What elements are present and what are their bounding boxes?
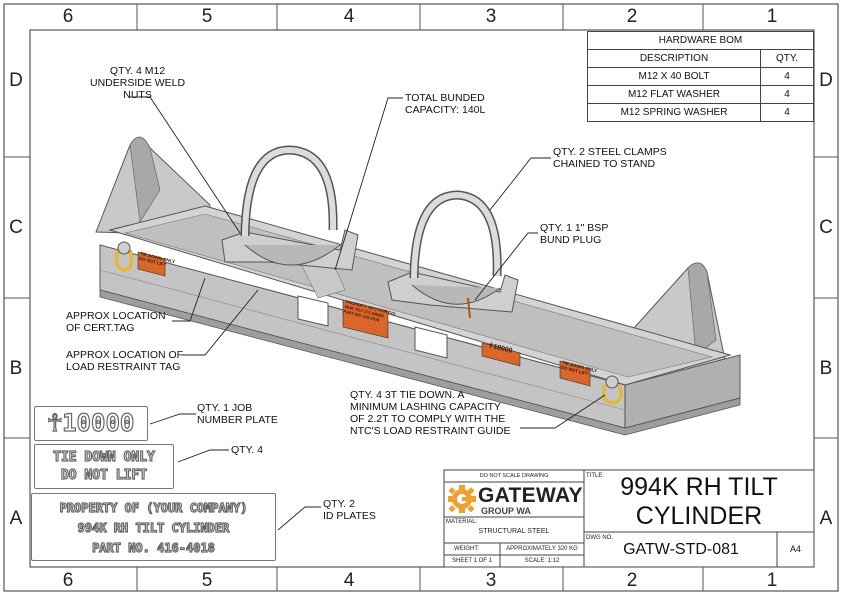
drawing-title: 994K RH TILT CYLINDER xyxy=(620,473,778,530)
zone-col-5-bottom: 5 xyxy=(201,570,213,591)
callout-tie-down-plate: QTY. 4 xyxy=(231,444,263,456)
bom-cell-qty: 4 xyxy=(760,103,814,122)
zone-row-a-right: A xyxy=(819,508,833,529)
zone-row-c-right: C xyxy=(819,217,833,238)
zone-col-4: 4 xyxy=(343,6,355,27)
drawing-scale: SCALE: 1:12 xyxy=(524,558,560,564)
bom-cell-description: M12 SPRING WASHER xyxy=(587,103,761,122)
drawing-number: GATW-STD-081 xyxy=(623,541,739,558)
model-tie-down-label xyxy=(137,251,166,277)
callout-cert-tag: APPROX LOCATION OF CERT.TAG xyxy=(66,310,166,334)
job-number-plate: ☥10000 xyxy=(34,406,148,441)
sheet-number: SHEET 1 OF 1 xyxy=(452,558,492,564)
zone-row-c: C xyxy=(9,217,23,238)
tie-down-plate-line-1: TIE DOWN ONLY xyxy=(53,449,156,465)
zone-col-3-bottom: 3 xyxy=(485,570,497,591)
bom-row: M12 SPRING WASHER 4 xyxy=(587,103,814,122)
material-label: MATERIAL: xyxy=(446,519,478,525)
weight-label: WEIGHT: xyxy=(454,546,479,552)
company-subname: GROUP WA xyxy=(481,506,531,516)
do-not-scale-note: DO NOT SCALE DRAWING xyxy=(479,473,549,479)
hardware-bom-table: HARDWARE BOM DESCRIPTION QTY. M12 X 40 B… xyxy=(587,31,814,122)
id-plate-line-2: 994K RH TILT CYLINDER xyxy=(77,520,230,535)
callout-steel-clamps: QTY. 2 STEEL CLAMPS CHAINED TO STAND xyxy=(553,146,667,170)
callout-restraint-tag: APPROX LOCATION OF LOAD RESTRAINT TAG xyxy=(66,349,184,373)
callout-tie-down: QTY. 4 3T TIE DOWN. A MINIMUM LASHING CA… xyxy=(350,389,511,437)
zone-row-d-right: D xyxy=(819,70,833,91)
title-label: TITLE: xyxy=(586,473,605,479)
zone-row-d: D xyxy=(9,70,23,91)
callout-id-plates: QTY. 2 ID PLATES xyxy=(323,498,376,522)
tie-down-shackle-left xyxy=(114,249,134,272)
callout-bunded-capacity: TOTAL BUNDED CAPACITY: 140L xyxy=(405,92,486,116)
weight-value: APPROXIMATELY 320 KG xyxy=(506,546,578,552)
zone-row-b: B xyxy=(9,358,23,379)
zone-col-2-bottom: 2 xyxy=(626,570,638,591)
fork-pocket xyxy=(297,295,329,327)
zone-col-1-bottom: 1 xyxy=(766,570,778,591)
zone-row-b-right: B xyxy=(819,358,833,379)
id-plate-line-1: PROPERTY OF (YOUR COMPANY) xyxy=(59,500,248,515)
company-name: GATEWAY xyxy=(478,484,583,507)
tie-down-shackle-right xyxy=(601,384,623,405)
model-job-label xyxy=(481,342,521,367)
zone-row-a: A xyxy=(9,508,23,529)
zone-col-4-bottom: 4 xyxy=(343,570,355,591)
id-plate-line-3: PART NO. 416-4018 xyxy=(91,540,215,555)
dwg-no-label: DWG NO. xyxy=(586,535,613,541)
sheet-size: A4 xyxy=(789,544,801,554)
zone-col-1: 1 xyxy=(766,6,778,27)
id-plate: PROPERTY OF (YOUR COMPANY) 994K RH TILT … xyxy=(31,493,276,561)
zone-col-6: 6 xyxy=(62,6,74,27)
callout-job-plate: QTY. 1 JOB NUMBER PLATE xyxy=(197,402,278,426)
tie-down-plate: TIE DOWN ONLY DO NOT LIFT xyxy=(34,444,174,489)
zone-col-3: 3 xyxy=(485,6,497,27)
material-value: STRUCTURAL STEEL xyxy=(478,528,550,535)
tie-down-plate-line-2: DO NOT LIFT xyxy=(60,467,148,483)
gateway-gear-icon xyxy=(448,485,476,513)
zone-col-5: 5 xyxy=(201,6,213,27)
callout-weld-nuts: QTY. 4 M12 UNDERSIDE WELD NUTS xyxy=(90,65,186,101)
model-tie-down-label xyxy=(559,360,591,387)
zone-col-6-bottom: 6 xyxy=(62,570,74,591)
callout-bsp-plug: QTY. 1 1" BSP BUND PLUG xyxy=(540,222,609,246)
bsp-plug xyxy=(467,297,471,319)
zone-col-2: 2 xyxy=(626,6,638,27)
model-property-label xyxy=(342,299,389,339)
fork-pocket xyxy=(414,326,448,359)
